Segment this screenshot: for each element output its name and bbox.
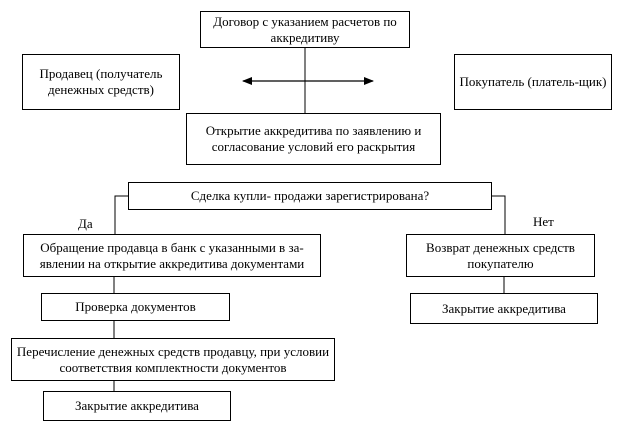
buyer-box: Покупатель (платель-щик) [454, 54, 612, 110]
contract-text: Договор с указанием расчетов по аккредит… [213, 13, 397, 45]
yes-close-box: Закрытие аккредитива [43, 391, 231, 421]
question-box: Сделка купли- продажи зарегистрирована? [128, 182, 492, 210]
check-documents-text: Проверка документов [75, 299, 196, 314]
yes-close-text: Закрытие аккредитива [75, 398, 199, 413]
seller-text: Продавец (получатель денежных средств) [39, 66, 163, 97]
refund-box: Возврат денежных средств покупателю [406, 234, 595, 277]
transfer-funds-text: Перечисление денежных средств продавцу, … [16, 343, 330, 375]
buyer-text: Покупатель (платель-щик) [459, 74, 607, 89]
question-text: Сделка купли- продажи зарегистрирована? [190, 188, 430, 203]
no-label: Нет [533, 214, 554, 229]
contract-box: Договор с указанием расчетов по аккредит… [200, 11, 410, 48]
refund-text: Возврат денежных средств покупателю [426, 239, 575, 271]
opening-text: Открытие аккредитива по заявлению и согл… [205, 123, 422, 154]
no-close-box: Закрытие аккредитива [410, 293, 598, 324]
submit-documents-text: Обращение продавца в банк с указанными в… [39, 239, 305, 271]
yes-label: Да [78, 216, 93, 231]
seller-box: Продавец (получатель денежных средств) [22, 54, 180, 110]
opening-box: Открытие аккредитива по заявлению и согл… [186, 113, 441, 165]
transfer-funds-box: Перечисление денежных средств продавцу, … [11, 338, 335, 381]
submit-documents-box: Обращение продавца в банк с указанными в… [23, 234, 321, 277]
no-branch-line [491, 195, 506, 234]
check-documents-box: Проверка документов [41, 293, 230, 321]
no-close-text: Закрытие аккредитива [442, 300, 566, 316]
yes-branch-line [114, 195, 128, 234]
